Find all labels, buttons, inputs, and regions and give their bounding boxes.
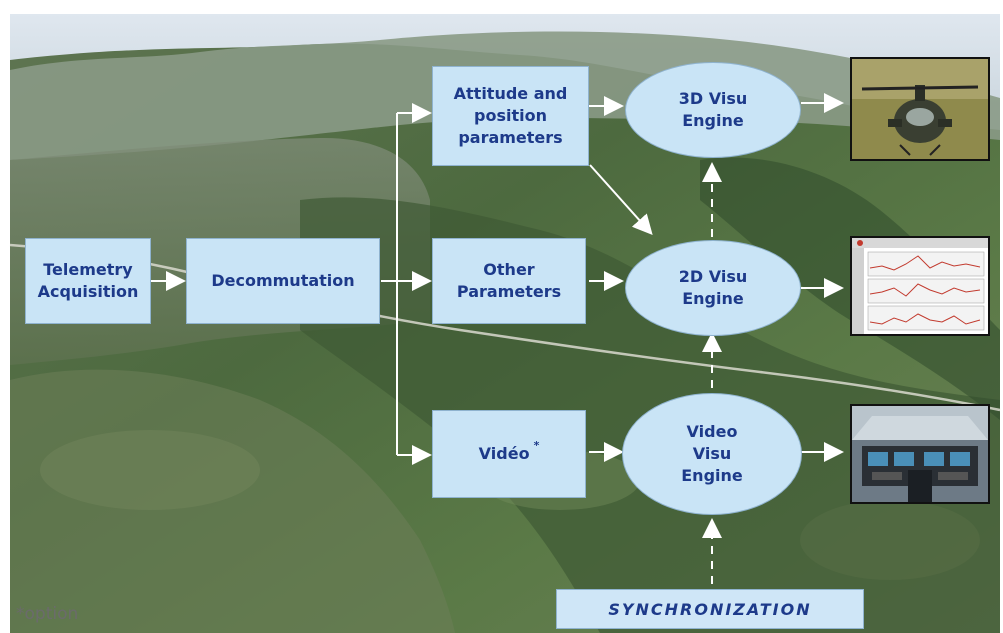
- helicopter-thumbnail: [850, 57, 990, 161]
- engine-3d-ellipse: 3D Visu Engine: [625, 62, 801, 158]
- video-footnote-mark: *: [533, 439, 540, 452]
- decommutation-box: Decommutation: [186, 238, 380, 324]
- attitude-position-box: Attitude and position parameters: [432, 66, 589, 166]
- video-box: Vidéo*: [432, 410, 586, 498]
- telemetry-acquisition-box: Telemetry Acquisition: [25, 238, 151, 324]
- plot-window-picture: [852, 238, 988, 334]
- helicopter-picture: [852, 59, 988, 159]
- arrow-attitude-2d: [589, 164, 653, 235]
- cockpit-picture: [852, 406, 988, 502]
- other-parameters-box: Other Parameters: [432, 238, 586, 324]
- engine-video-ellipse: Video Visu Engine: [622, 393, 802, 515]
- synchronization-box: SYNCHRONIZATION: [556, 589, 864, 629]
- option-footnote: *option: [16, 604, 79, 624]
- engine-2d-ellipse: 2D Visu Engine: [625, 240, 801, 336]
- video-label: Vidéo: [478, 444, 530, 463]
- plot-window-thumbnail: [850, 236, 990, 336]
- cockpit-thumbnail: [850, 404, 990, 504]
